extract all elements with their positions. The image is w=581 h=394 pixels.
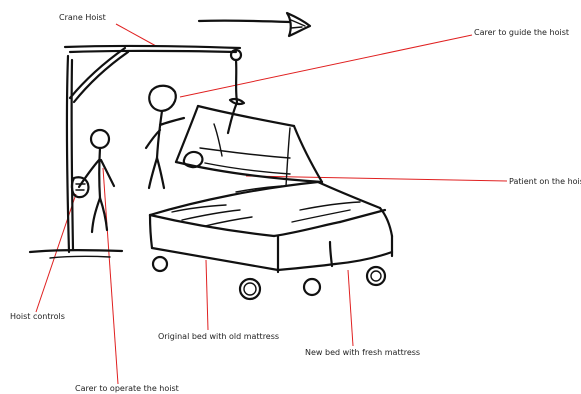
hoist-sling-with-patient [176,106,322,186]
label-new-bed: New bed with fresh mattress [305,349,420,357]
direction-arrow-icon [199,13,310,36]
leader-line-hoist-controls [36,194,76,312]
label-carer-guide: Carer to guide the hoist [474,29,569,37]
leader-line-carer-guide [180,35,472,97]
label-patient: Patient on the hois [509,178,581,186]
crane-hoist [30,46,244,258]
label-crane-hoist: Crane Hoist [59,14,106,22]
new-bed [274,202,392,295]
original-bed [150,182,380,299]
label-original-bed: Original bed with old mattress [158,333,279,341]
leader-lines [36,24,507,384]
label-hoist-controls: Hoist controls [10,313,65,321]
leader-line-original-bed [206,260,208,330]
label-carer-operate: Carer to operate the hoist [75,385,179,393]
leader-line-crane-hoist [116,24,156,46]
carer-guide-figure [146,86,184,188]
leader-line-new-bed [348,270,353,346]
leader-line-carer-operate [103,168,118,384]
carer-operate-figure [79,130,114,232]
